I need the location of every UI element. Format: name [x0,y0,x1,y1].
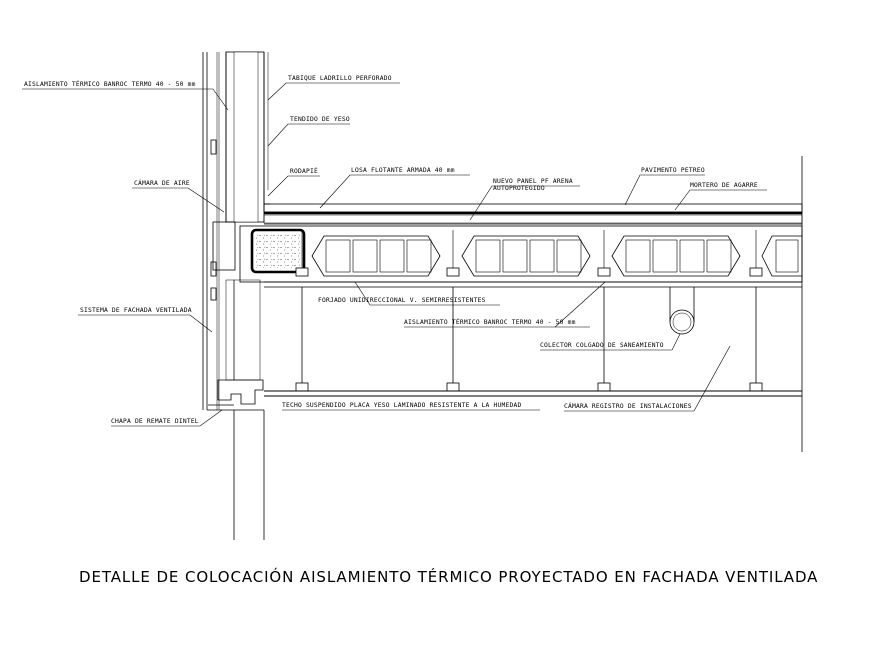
hollow-block [761,235,803,277]
label-tendido: TENDIDO DE YESO [290,116,350,123]
label-mortero: MORTERO DE AGARRE [690,182,758,189]
ceiling-hanger [597,230,611,392]
label-techo: TECHO SUSPENDIDO PLACA YESO LAMINADO RES… [282,402,521,409]
hollow-blocks [311,235,803,277]
label-aislamiento-muro: AISLAMIENTO TÉRMICO BANROC TERMO 40 - 50… [24,79,196,88]
hollow-block [611,235,741,277]
label-camara-registro: CÁMARA REGISTRO DE INSTALACIONES [564,401,692,410]
label-rodapie: RODAPIÉ [290,166,318,175]
facade-wall [202,51,269,540]
hollow-block [461,235,591,277]
drawing-title: DETALLE DE COLOCACIÓN AISLAMIENTO TÉRMIC… [79,567,818,586]
label-camara-aire: CÁMARA DE AIRE [134,178,190,187]
floor-slab [239,190,803,288]
label-colector: COLECTOR COLGADO DE SANEAMIENTO [540,342,664,349]
label-tabique: TABIQUE LADRILLO PERFORADO [288,75,392,82]
label-panel-2: AUTOPROTEGIDO [493,185,545,192]
label-losa: LOSA FLOTANTE ARMADA 40 mm [351,167,455,174]
label-chapa: CHAPA DE REMATE DINTEL [111,418,199,425]
label-sistema-fachada: SISTEMA DE FACHADA VENTILADA [80,307,192,314]
label-aislamiento-forjado: AISLAMIENTO TÉRMICO BANROC TERMO 40 - 50… [404,317,576,326]
ceiling-hanger [295,230,309,392]
label-pavimento: PAVIMENTO PETREO [641,167,705,174]
ceiling-hanger [749,230,763,392]
leader-lines [22,82,767,427]
ceiling-hanger [446,230,460,392]
hollow-block [311,235,441,277]
label-forjado: FORJADO UNIDIRECCIONAL V. SEMIRRESISTENT… [318,297,486,304]
suspended-ceiling [264,230,802,397]
annotations: AISLAMIENTO TÉRMICO BANROC TERMO 40 - 50… [24,75,758,425]
label-panel-1: NUEVO PANEL PF ARENA [493,178,573,185]
sanitation-pipe [669,287,695,335]
